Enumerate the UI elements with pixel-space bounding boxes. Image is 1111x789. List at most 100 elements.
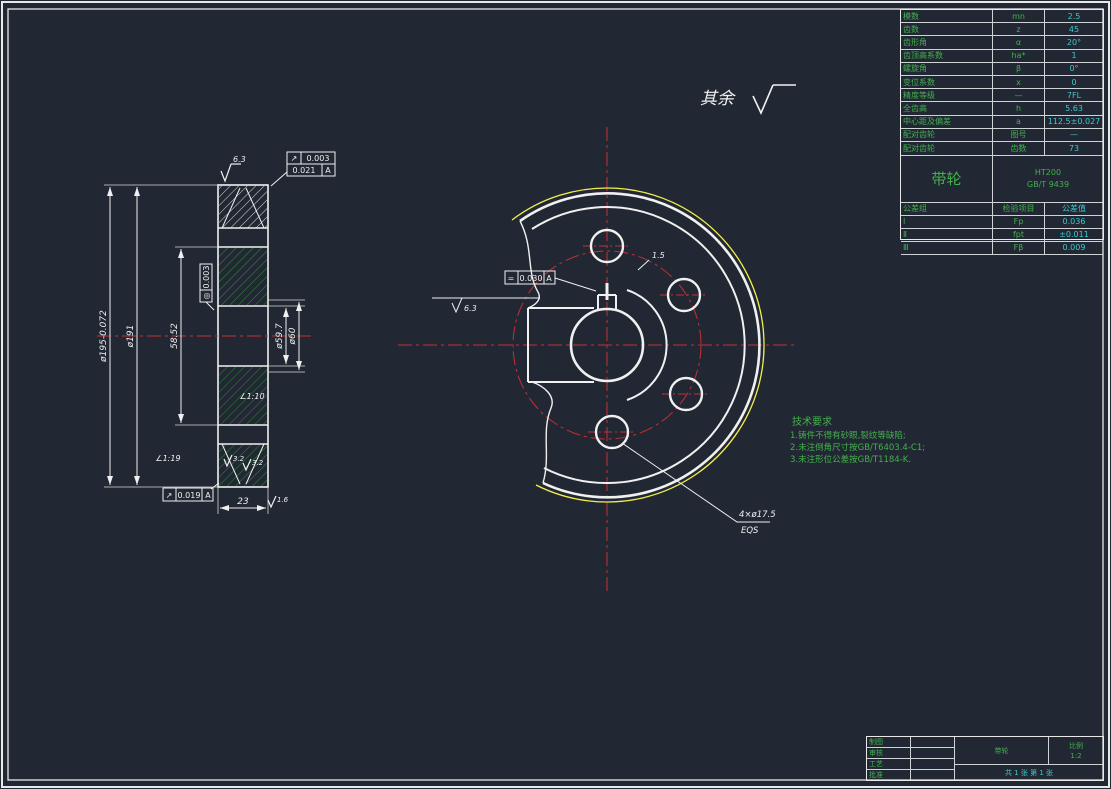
fcf-front-value: 0.030	[520, 274, 543, 283]
signature-value	[911, 737, 954, 747]
tolerance-item: fpt	[993, 228, 1045, 241]
tolerance-value: ±0.011	[1059, 230, 1089, 240]
param-symbol: x	[993, 75, 1045, 89]
tolerance-item: Fβ	[993, 241, 1045, 254]
fcf-front: = 0.030 A	[504, 270, 556, 285]
hub-arc	[626, 289, 668, 401]
param-value: 73	[1068, 143, 1080, 153]
finish-32b: 3.2	[252, 459, 264, 467]
surface-finish-marks	[220, 163, 277, 509]
param-value: 20°	[1066, 37, 1082, 47]
roughness-icon	[451, 297, 463, 314]
param-row: 变位系数 x 0	[901, 75, 1103, 90]
title-block: 制图 审核 工艺 批准 带轮 比例 1:2 共 1 张 第 1 张	[866, 736, 1104, 781]
param-row: 中心距及偏差 a 112.5±0.027	[901, 115, 1103, 129]
tolerance-header-row: 公差组 检验项目 公差值	[901, 202, 1103, 216]
scale-label: 比例	[1069, 742, 1083, 750]
rim-arc	[531, 206, 746, 485]
bolt-hole	[594, 414, 630, 450]
front-annotations	[432, 259, 770, 523]
param-symbol: —	[993, 89, 1045, 102]
tolerance-group: Ⅲ	[901, 241, 993, 254]
param-row: 齿形角 α 20°	[901, 36, 1103, 50]
dim-text-bore2: ø60	[288, 327, 298, 345]
signature-row: 审核	[867, 748, 954, 759]
bolt-hole	[668, 376, 704, 412]
param-label: 齿形角	[901, 36, 993, 49]
title-block-part-name: 带轮	[955, 737, 1049, 764]
signature-row: 工艺	[867, 759, 954, 770]
title-block-top: 带轮 比例 1:2	[955, 737, 1103, 764]
dim-text-hub: 58.52	[170, 323, 180, 349]
title-block-right: 带轮 比例 1:2 共 1 张 第 1 张	[955, 737, 1103, 780]
tech-req-line: 3.未注形位公差按GB/T1184-K.	[790, 454, 911, 465]
general-note-text: 其余	[700, 89, 736, 109]
param-row: 齿顶高系数 ha* 1	[901, 49, 1103, 63]
tech-requirements: 技术要求 1.铸件不得有砂眼,裂纹等缺陷; 2.未注倒角尺寸按GB/T6403.…	[790, 415, 925, 465]
roughness-icon	[242, 458, 252, 472]
param-label: 螺旋角	[901, 62, 993, 75]
front-finish-63: 6.3	[464, 304, 477, 313]
scale-cell: 比例 1:2	[1049, 737, 1103, 764]
signature-label: 审核	[867, 748, 911, 758]
bolt-hole	[666, 277, 702, 313]
hole-note-line1: 4×ø17.5	[739, 510, 776, 520]
param-row: 精度等级 — 7FL	[901, 89, 1103, 103]
fcf-top-texts: ↗ 0.003 0.021 A	[291, 154, 332, 175]
param-label: 中心距及偏差	[901, 115, 993, 128]
param-value: 2.5	[1067, 11, 1081, 21]
material-line2: GB/T 9439	[1026, 180, 1070, 190]
signature-label: 工艺	[867, 759, 911, 769]
extension-lines	[104, 184, 305, 514]
roughness-icon	[752, 84, 774, 115]
param-label: 齿数	[901, 23, 993, 36]
signature-row: 制图	[867, 737, 954, 748]
hatch-upper-hub	[219, 248, 267, 305]
param-label: 模数	[901, 10, 993, 23]
param-row: 配对齿轮 图号 —	[901, 128, 1103, 143]
tolerance-row: Ⅱ fpt ±0.011	[901, 228, 1103, 242]
tolerance-col2: 检验项目	[993, 202, 1045, 215]
fcf-bottom: ↗ 0.019 A	[162, 487, 214, 502]
fcf-bottom-datum: A	[205, 491, 211, 500]
param-symbol: ha*	[993, 49, 1045, 62]
general-roughness-note: 其余	[700, 84, 796, 115]
yellow-highlight-arc	[511, 187, 765, 503]
title-block-signatures: 制图 审核 工艺 批准	[867, 737, 955, 780]
param-symbol: β	[993, 62, 1045, 75]
param-symbol: a	[993, 115, 1045, 128]
gear-parameter-table: 模数 mn 2.5 齿数 z 45 齿形角 α 20° 齿顶高系数 ha* 1 …	[900, 9, 1104, 255]
param-symbol: α	[993, 36, 1045, 49]
disc-front-view: = 0.030 A 6.3 1.5 4×ø17.5 EQS	[398, 127, 798, 593]
fcf-top-datum: A	[325, 166, 331, 175]
param-label: 配对齿轮	[901, 142, 993, 155]
hatch-lower-hub	[219, 367, 267, 424]
material-cell: HT200 GB/T 9439	[993, 156, 1103, 202]
fcf-front-datum: A	[546, 274, 552, 283]
fcf-front-symbol: =	[508, 274, 515, 283]
tolerance-item: Fp	[993, 215, 1045, 228]
leader-hole-note	[621, 442, 770, 523]
param-symbol: mn	[993, 10, 1045, 23]
outer-arc	[519, 192, 761, 499]
hatch-top-rim	[219, 186, 267, 228]
dimension-lines	[107, 171, 302, 511]
roughness-icon	[220, 163, 232, 183]
signature-value	[911, 770, 954, 780]
param-row: 齿数 z 45	[901, 23, 1103, 37]
leader-chamfer	[637, 259, 650, 271]
tech-req-line: 2.未注倒角尺寸按GB/T6403.4-C1;	[790, 442, 925, 453]
param-value: 0°	[1069, 64, 1079, 74]
dim-text-d191: ø191	[126, 325, 136, 349]
param-symbol: h	[993, 102, 1045, 115]
tolerance-group: Ⅰ	[901, 215, 993, 228]
section-hatching	[219, 186, 267, 486]
param-label: 变位系数	[901, 75, 993, 89]
center-bore	[569, 307, 645, 383]
roughness-icon	[267, 495, 277, 509]
sheet-note: 共 1 张 第 1 张	[955, 764, 1103, 780]
param-value: 1	[1071, 51, 1077, 61]
centerlines	[398, 127, 798, 593]
